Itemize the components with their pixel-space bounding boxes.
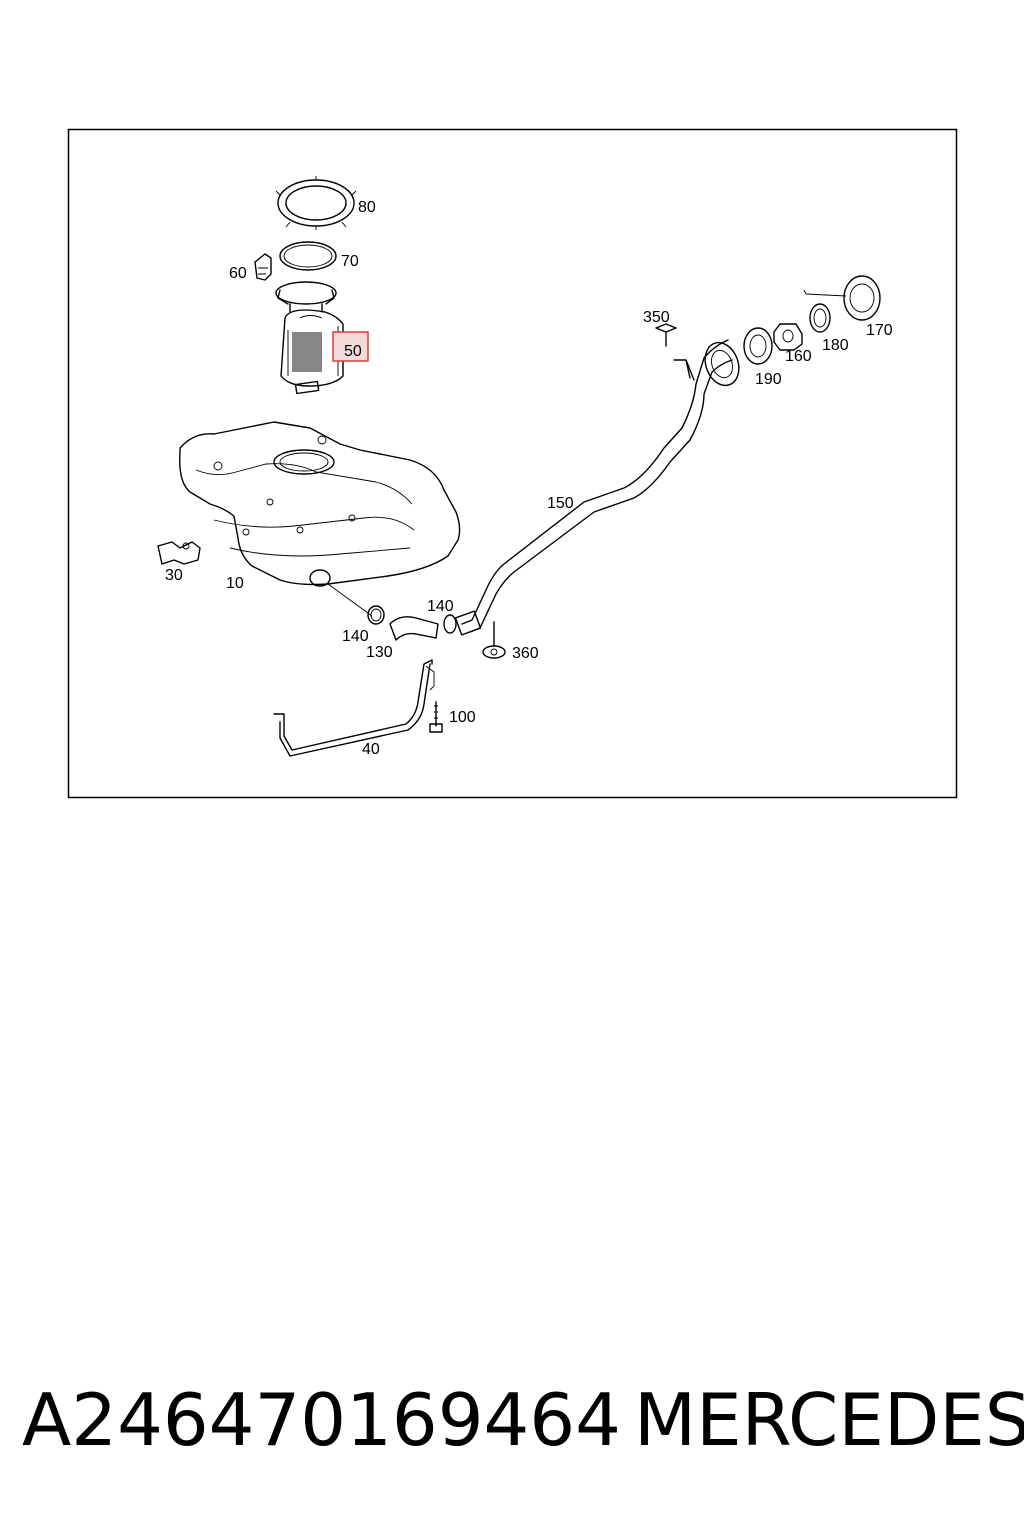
label-part-160[interactable]: 160 [785, 348, 812, 365]
label-part-60[interactable]: 60 [229, 265, 247, 282]
bolt-part-100[interactable] [429, 701, 443, 733]
parts-diagram: 80 70 60 50 350 160 180 170 190 150 30 1… [67, 128, 958, 799]
label-part-40[interactable]: 40 [362, 741, 380, 758]
nut-part-360[interactable] [482, 621, 506, 659]
label-part-140-left[interactable]: 140 [342, 628, 369, 645]
diagram-frame [67, 128, 958, 799]
highlight-box-part-50 [332, 331, 369, 362]
label-part-80[interactable]: 80 [358, 199, 376, 216]
label-part-50[interactable]: 50 [344, 343, 362, 360]
label-part-140-right[interactable]: 140 [427, 598, 454, 615]
sensor-part-30[interactable] [157, 541, 201, 565]
label-part-30[interactable]: 30 [165, 567, 183, 584]
label-part-130[interactable]: 130 [366, 644, 393, 661]
label-part-10[interactable]: 10 [226, 575, 244, 592]
gasket-part-180[interactable] [809, 303, 831, 333]
fuel-tank-part-10[interactable] [179, 421, 461, 587]
bolt-part-350[interactable] [655, 323, 677, 347]
fuel-pump-module-part-50[interactable] [275, 281, 344, 395]
footer: A246470169464 MERCEDES [0, 1370, 1024, 1480]
filler-neck-pipe-part-150[interactable] [454, 338, 745, 636]
tank-strap-part-40[interactable] [273, 659, 435, 757]
label-part-180[interactable]: 180 [822, 337, 849, 354]
seal-ring-part-70[interactable] [279, 241, 337, 271]
label-part-350[interactable]: 350 [643, 309, 670, 326]
label-part-170[interactable]: 170 [866, 322, 893, 339]
label-part-150[interactable]: 150 [547, 495, 574, 512]
locking-ring-part-80[interactable] [275, 176, 357, 230]
label-part-360[interactable]: 360 [512, 645, 539, 662]
connector-part-60[interactable] [254, 253, 272, 281]
hose-clamp-part-140-right[interactable] [443, 614, 457, 634]
label-part-70[interactable]: 70 [341, 253, 359, 270]
part-number: A246470169464 [22, 1378, 621, 1462]
label-part-100[interactable]: 100 [449, 709, 476, 726]
grommet-part-190[interactable] [743, 327, 773, 365]
filler-cap-part-170[interactable] [803, 275, 881, 321]
hose-clamp-part-140-left[interactable] [367, 605, 385, 625]
brand-name: MERCEDES [634, 1378, 1024, 1462]
leader-line [327, 583, 373, 617]
insert-part-160[interactable] [773, 323, 803, 351]
label-part-190[interactable]: 190 [755, 371, 782, 388]
filler-hose-part-130[interactable] [389, 616, 439, 641]
